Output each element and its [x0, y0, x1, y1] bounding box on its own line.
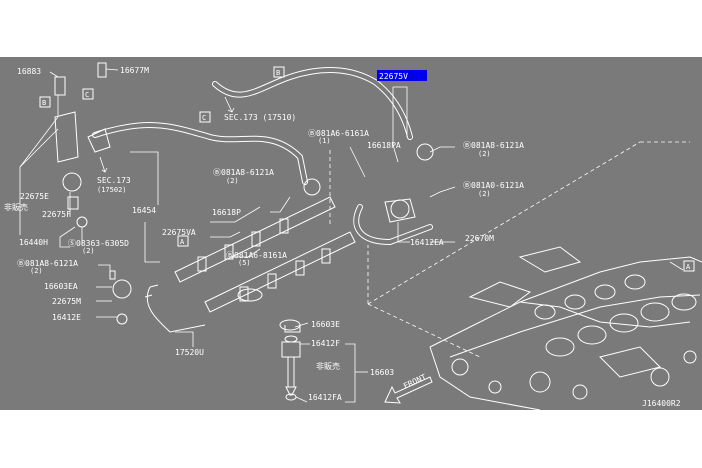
parts-diagram-panel: 22675V 16883 16677M B C B C A A SEC.173 … — [0, 57, 702, 410]
leader-lines — [19, 68, 684, 403]
front-arrow — [384, 376, 433, 404]
label-081A8-left-qty: (2) — [30, 267, 43, 275]
label-081A8-mid-qty: (2) — [226, 177, 239, 185]
label-081A6-6161A[interactable]: Ⓑ081A6-6161A — [308, 129, 369, 138]
label-16440H[interactable]: 16440H — [19, 238, 48, 247]
label-081A0-qty: (2) — [478, 190, 491, 198]
ref-box-b-top: B — [276, 69, 280, 77]
parts-diagram: 22675V 16883 16677M B C B C A A SEC.173 … — [4, 62, 702, 410]
fuel-rail-assembly — [144, 196, 356, 333]
label-081A8-6121A-left[interactable]: Ⓑ081A8-6121A — [17, 259, 78, 268]
flow-arrows — [99, 96, 433, 404]
label-16603EA[interactable]: 16603EA — [44, 282, 78, 291]
label-16618P[interactable]: 16618P — [212, 208, 241, 217]
highlighted-part-number[interactable]: 22675V — [379, 72, 408, 81]
label-22675F[interactable]: 22675F — [42, 210, 71, 219]
label-16412F[interactable]: 16412F — [311, 339, 340, 348]
label-081A0-6121A[interactable]: Ⓑ081A0-6121A — [463, 181, 524, 190]
drawing-id: J16400R2 — [642, 399, 681, 408]
label-16412E[interactable]: 16412E — [52, 313, 81, 322]
ref-box-c-left: C — [85, 91, 89, 99]
label-081A6-6161A-qty: (1) — [318, 137, 331, 145]
label-08363-6305D[interactable]: Ⓢ08363-6305D — [68, 239, 129, 248]
label-22670M[interactable]: 22670M — [465, 234, 494, 243]
ref-box-a-mid: A — [180, 238, 185, 246]
label-16603[interactable]: 16603 — [370, 368, 394, 377]
label-17520U[interactable]: 17520U — [175, 348, 204, 357]
label-not-for-sale-2: 非販売 — [316, 361, 340, 371]
label-16883[interactable]: 16883 — [17, 67, 41, 76]
label-081A8-6121A-right[interactable]: Ⓑ081A8-6121A — [463, 141, 524, 150]
label-081A6-8161A-qty: (5) — [238, 259, 251, 267]
left-components — [54, 62, 301, 401]
highlighted-part-box — [377, 70, 427, 81]
ref-box-b-left: B — [42, 99, 46, 107]
fuel-hoses — [92, 67, 433, 246]
ref-boxes — [39, 66, 695, 272]
label-sec173[interactable]: SEC.173 — [97, 176, 131, 185]
label-22675M[interactable]: 22675M — [52, 297, 81, 306]
label-16412EA[interactable]: 16412EA — [410, 238, 444, 247]
fuel-dampers — [303, 143, 434, 223]
label-16412FA[interactable]: 16412FA — [308, 393, 342, 402]
label-16618PA[interactable]: 16618PA — [367, 141, 401, 150]
label-081A6-8161A[interactable]: Ⓑ081A6-8161A — [226, 251, 287, 260]
front-label: FRONT — [402, 372, 428, 390]
label-17502[interactable]: (17502) — [97, 186, 127, 194]
label-081A8-6121A-mid[interactable]: Ⓑ081A8-6121A — [213, 168, 274, 177]
label-16603E[interactable]: 16603E — [311, 320, 340, 329]
label-22675E[interactable]: 22675E — [20, 192, 49, 201]
label-sec173-17510[interactable]: SEC.173 (17510) — [224, 113, 296, 122]
ref-box-c-mid: C — [202, 114, 206, 122]
engine-block-illustration — [429, 246, 702, 410]
assembly-outline-dashed — [367, 141, 690, 358]
label-not-for-sale: 非販売 — [4, 202, 28, 212]
label-22675VA[interactable]: 22675VA — [162, 228, 196, 237]
label-08363-qty: (2) — [82, 247, 95, 255]
ref-box-a-right: A — [686, 263, 691, 271]
label-081A8-right-qty: (2) — [478, 150, 491, 158]
label-16454[interactable]: 16454 — [132, 206, 156, 215]
label-16677M[interactable]: 16677M — [120, 66, 149, 75]
